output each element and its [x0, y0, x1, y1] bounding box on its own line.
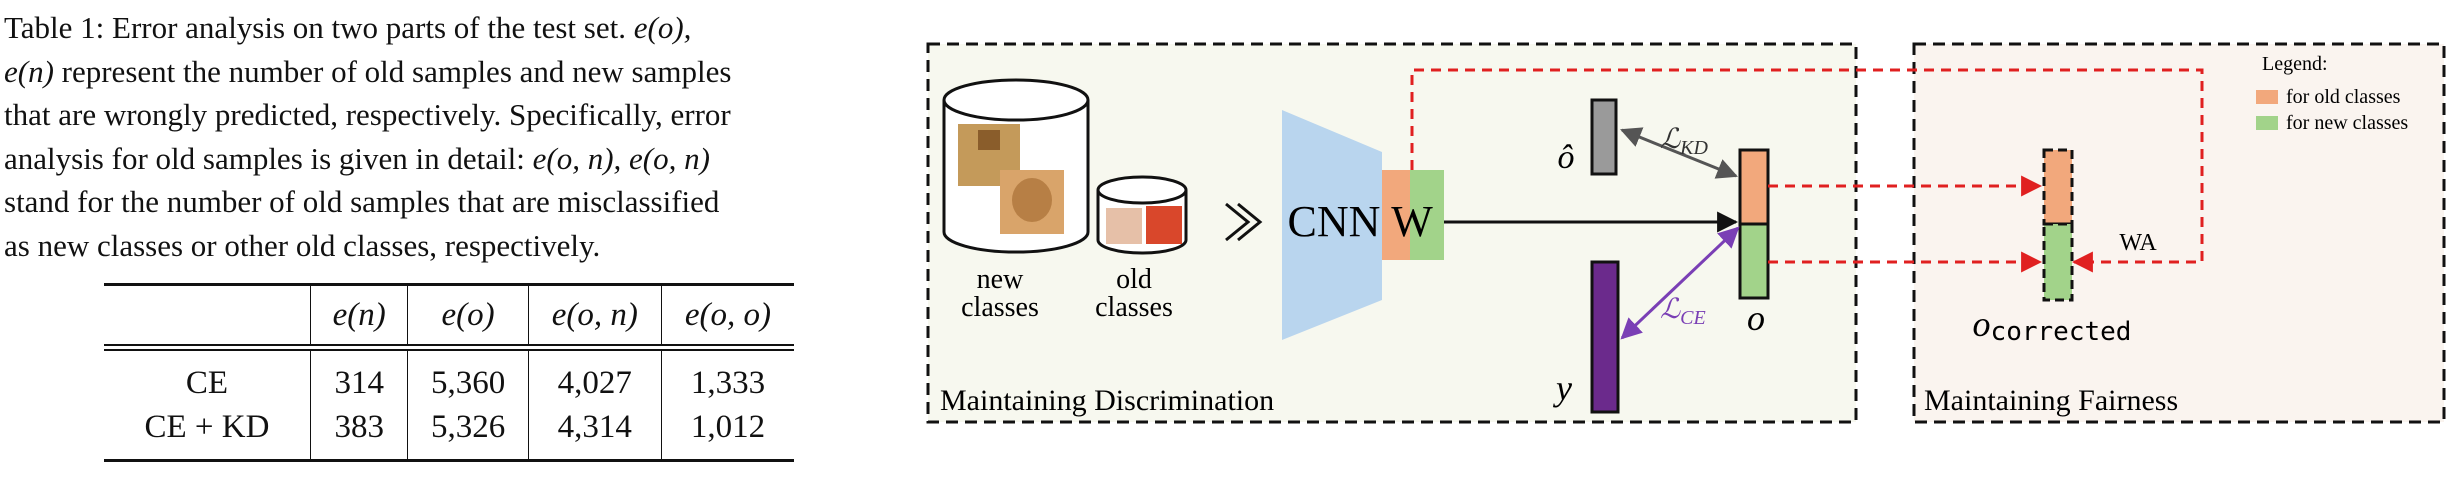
o-bar-new — [1738, 222, 1770, 300]
cell: 5,360 — [407, 347, 529, 405]
o-corrected-bar-new — [2042, 222, 2074, 302]
table-header-row: e(n) e(o) e(o, n) e(o, o) — [104, 284, 794, 351]
old-classes-label-1: old — [1116, 264, 1152, 295]
legend-new-label: for new classes — [2286, 112, 2408, 134]
w-label: W — [1391, 197, 1433, 246]
o-hat-bar — [1590, 98, 1618, 176]
panel-left-title: Maintaining Discrimination — [940, 384, 1274, 417]
o-corrected-label: ocorrected — [1973, 304, 2132, 347]
o-bar-old — [1738, 148, 1770, 226]
caption-sym-eo: e(o), — [633, 10, 692, 45]
cell: 383 — [309, 405, 408, 461]
legend-old-swatch — [2256, 90, 2278, 104]
w-block-old — [1382, 170, 1410, 260]
o-hat-label: ô — [1558, 139, 1575, 176]
caption-sym-eon: e(o, n), — [532, 140, 622, 176]
cell: 314 — [309, 347, 408, 405]
kd-loss-label: ℒKD — [1660, 124, 1709, 159]
red-dashed-wa-path — [1410, 68, 2204, 273]
wa-label: WA — [2119, 230, 2157, 256]
error-analysis-table: e(n) e(o) e(o, n) e(o, o) CE 314 5,360 4… — [104, 283, 794, 462]
caption-line2: represent the number of old samples and … — [61, 53, 732, 89]
caption-line6: as new classes or other old classes, res… — [4, 227, 601, 263]
cell: 1,012 — [660, 405, 794, 461]
o-label: o — [1747, 298, 1765, 338]
y-label: y — [1553, 368, 1572, 408]
old-classes-label-2: classes — [1095, 292, 1173, 323]
caption-prefix: Table 1: — [4, 10, 105, 45]
ce-loss-arrow — [1620, 226, 1740, 340]
header-en: e(n) — [309, 284, 408, 351]
o-corrected-bar-old — [2042, 148, 2074, 226]
old-classes-database-icon — [1096, 175, 1188, 255]
legend-old-label: for old classes — [2286, 86, 2401, 108]
caption-line5: stand for the number of old samples that… — [4, 184, 720, 219]
kd-loss-arrow — [1620, 127, 1738, 179]
ce-loss-label: ℒCE — [1660, 294, 1706, 329]
cell: 1,333 — [660, 347, 794, 405]
cell: 4,314 — [527, 405, 662, 461]
table-caption: Table 1: Error analysis on two parts of … — [4, 6, 884, 267]
header-eoo: e(o, o) — [660, 284, 794, 351]
caption-sym-eoo: e(o, n) — [629, 140, 710, 176]
table-row: CE + KD 383 5,326 4,314 1,012 — [104, 405, 794, 461]
caption-line1: Error analysis on two parts of the test … — [112, 10, 626, 45]
panel-maintaining-fairness — [1912, 42, 2446, 424]
panel-right-title: Maintaining Fairness — [1924, 384, 2178, 417]
cell: 4,027 — [527, 347, 662, 405]
header-eon: e(o, n) — [527, 284, 662, 351]
table-row: CE 314 5,360 4,027 1,333 — [104, 347, 794, 405]
double-chevron-icon — [1225, 202, 1263, 242]
cnn-label: CNN — [1288, 197, 1381, 246]
caption-line4: analysis for old samples is given in det… — [4, 140, 525, 176]
row-label: CE — [185, 364, 229, 401]
legend-new-swatch — [2256, 116, 2278, 130]
caption-line3: that are wrongly predicted, respectively… — [4, 97, 731, 132]
cnn-block — [1282, 110, 1382, 340]
header-empty — [104, 284, 311, 351]
header-eo: e(o) — [407, 284, 529, 351]
caption-sym-en: e(n) — [4, 53, 54, 89]
cell: 5,326 — [407, 405, 529, 461]
legend-title: Legend: — [2262, 53, 2328, 75]
new-classes-label-2: classes — [961, 292, 1039, 323]
w-block-new — [1410, 170, 1444, 260]
y-bar — [1590, 260, 1620, 414]
new-classes-label-1: new — [977, 264, 1024, 295]
row-label: CE + KD — [144, 408, 270, 445]
new-classes-database-icon — [942, 78, 1090, 254]
